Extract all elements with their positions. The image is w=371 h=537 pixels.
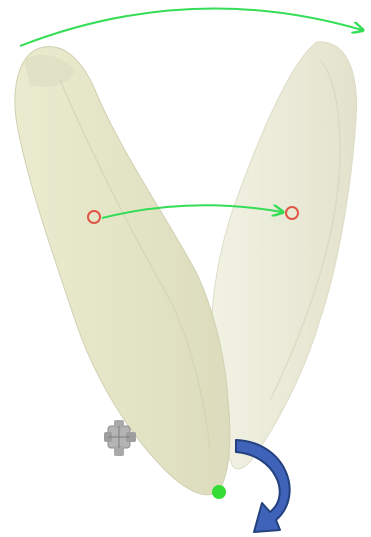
curved-rotation-arrow-icon	[236, 440, 290, 532]
pivot-point	[212, 485, 226, 499]
rotation-arc-arrow-top	[20, 8, 362, 46]
tooth-rotated-position	[212, 42, 357, 469]
